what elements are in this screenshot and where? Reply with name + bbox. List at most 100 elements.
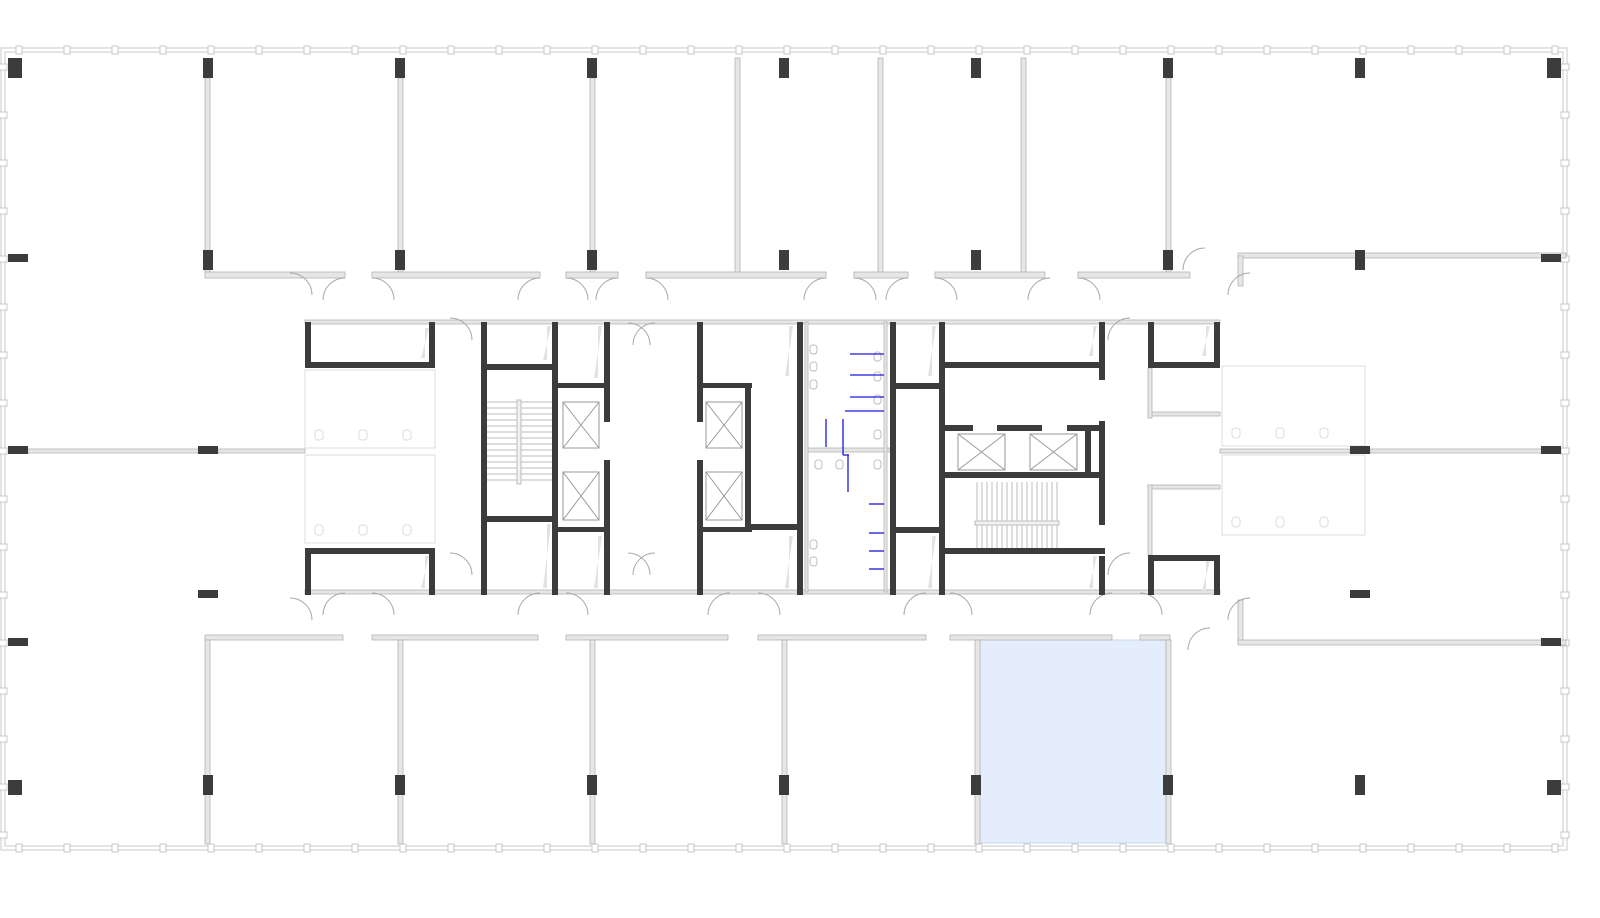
mullion (0, 351, 8, 359)
structural-wall (305, 362, 435, 368)
mullion (1503, 45, 1511, 55)
structural-wall (700, 527, 752, 532)
elevator-icon (705, 401, 743, 449)
partition-wall (565, 271, 619, 279)
structural-wall (1148, 555, 1220, 561)
door-swing-icon (627, 322, 651, 346)
mullion (1263, 45, 1271, 55)
mullion (0, 399, 8, 407)
elevator-icon (1029, 433, 1078, 471)
structural-wall (1214, 555, 1220, 595)
elevator-cross (1029, 433, 1078, 471)
mullion (159, 45, 167, 55)
mullion (0, 831, 8, 839)
mullion (1560, 735, 1570, 743)
structural-column (8, 780, 22, 795)
ghost-restroom (304, 454, 436, 544)
selected-office-unit[interactable] (977, 639, 1167, 844)
mullion (1560, 351, 1570, 359)
mullion (1119, 45, 1127, 55)
partition-wall (1219, 448, 1351, 454)
partition-wall (565, 634, 729, 641)
partition-wall (1237, 599, 1244, 643)
structural-column (971, 775, 981, 795)
mullion (1560, 831, 1570, 839)
shaft-wedge (703, 326, 793, 376)
mullion (783, 843, 791, 853)
partition-wall (1237, 639, 1567, 646)
door-swing-icon (632, 552, 656, 576)
structural-wall (945, 425, 973, 431)
shaft-wedge (703, 536, 793, 588)
structural-wall (305, 548, 311, 595)
toilet-icon (809, 539, 818, 550)
door-swing-icon (449, 317, 473, 341)
mullion (975, 45, 983, 55)
structural-walls (305, 322, 1220, 595)
door-swing-icon (517, 277, 541, 301)
partition-wall (217, 448, 306, 454)
shaft-wedge (558, 536, 602, 588)
mullion (0, 63, 8, 71)
mullion (543, 45, 551, 55)
door-swing-icon (1107, 552, 1131, 576)
door-swing-icon (1077, 277, 1101, 301)
structural-column (1350, 446, 1370, 454)
structural-column (587, 250, 597, 270)
mullion (1560, 207, 1570, 215)
partition-wall (645, 271, 827, 279)
structural-column (1350, 590, 1370, 598)
partition-wall (204, 634, 344, 641)
mullion (1560, 495, 1570, 503)
partition-wall (757, 634, 927, 641)
mullion (447, 45, 455, 55)
mullion (63, 45, 71, 55)
structural-column (1355, 58, 1365, 78)
mullion (207, 843, 215, 853)
shaft-wedge (487, 326, 551, 360)
structural-wall (890, 383, 940, 389)
partition-wall (589, 639, 596, 845)
structural-wall (997, 425, 1042, 431)
structural-wall (1099, 322, 1105, 380)
door-swing-icon (1139, 592, 1163, 616)
structural-column (8, 638, 28, 646)
structural-column (779, 775, 789, 795)
mullion (0, 639, 8, 647)
structural-wall (552, 322, 558, 595)
door-swing-icon (595, 277, 619, 301)
structural-wall (604, 460, 610, 595)
toilet-icon (1231, 516, 1241, 528)
door-swing-icon (1227, 272, 1251, 296)
ghost-restroom (304, 369, 436, 449)
shaft-wedge (558, 326, 602, 378)
mullion (1560, 543, 1570, 551)
mullion (1455, 45, 1463, 55)
door-swing-icon (449, 552, 473, 576)
door-swing-icon (289, 597, 313, 621)
shaft-wedge (896, 536, 936, 588)
structural-wall (939, 322, 945, 595)
partition-wall (304, 319, 1221, 325)
mullion (1071, 843, 1079, 853)
mullion (111, 45, 119, 55)
toilet-icon (873, 459, 882, 470)
mullion (1560, 303, 1570, 311)
mullion (399, 45, 407, 55)
mullion (1560, 159, 1570, 167)
ghost-restroom (1221, 365, 1366, 447)
highlight-layer[interactable] (977, 639, 1167, 844)
partition-wall (204, 639, 211, 845)
structural-column (1541, 638, 1561, 646)
partition-wall (949, 634, 1113, 641)
mullion (735, 45, 743, 55)
door-swing-icon (903, 592, 927, 616)
structural-wall (556, 383, 608, 388)
structural-wall (890, 527, 940, 533)
mullion (303, 45, 311, 55)
mullion (543, 843, 551, 853)
structural-column (1163, 775, 1173, 795)
structural-wall (604, 322, 610, 422)
toilet-icon (402, 429, 412, 441)
structural-column (1355, 775, 1365, 795)
